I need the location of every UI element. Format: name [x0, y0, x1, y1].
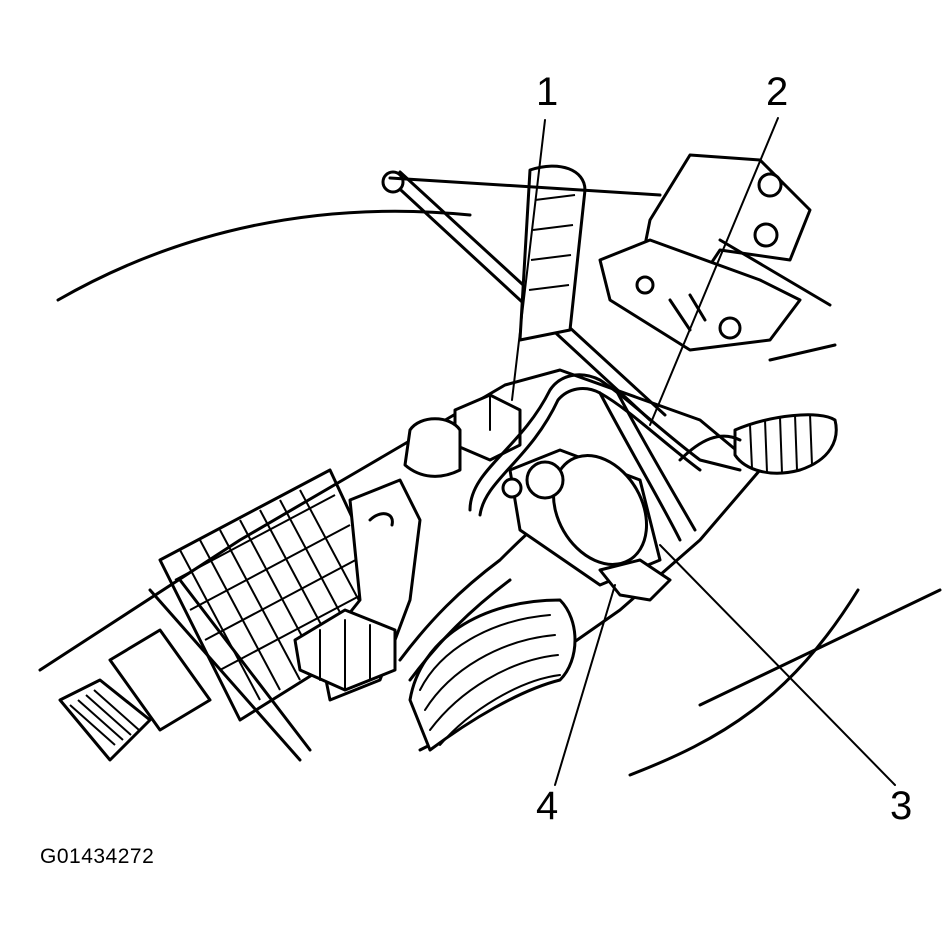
bracket-slot	[368, 512, 394, 527]
callout-2: 2	[766, 70, 789, 114]
brake-line-tube-inner	[478, 387, 702, 517]
wiring-harness-2	[408, 578, 512, 682]
engine-lower-edge-2	[178, 578, 312, 752]
body-arc-right	[628, 588, 860, 777]
hex-nut	[403, 393, 522, 478]
engine-lower-edge	[148, 588, 302, 762]
leader-line-4	[554, 584, 616, 786]
callout-4: 4	[536, 784, 559, 828]
callout-3: 3	[890, 784, 913, 828]
right-cable	[678, 434, 742, 462]
corrugated-hose	[408, 598, 577, 752]
tube-to-sensor-2	[613, 386, 697, 532]
body-arc-top	[56, 209, 472, 302]
leader-line-2	[649, 117, 779, 426]
upper-sleeve	[518, 164, 587, 342]
upper-right-bracket	[598, 153, 812, 352]
figure-id: G01434272	[40, 845, 155, 868]
electrical-connector	[293, 608, 397, 692]
rod-end	[381, 170, 405, 194]
left-threaded-bolt	[58, 628, 212, 762]
top-right-edge	[718, 238, 832, 307]
top-frame-line	[388, 176, 662, 197]
support-rod	[388, 178, 652, 422]
tube-to-sensor	[598, 391, 682, 542]
body-edge-right	[698, 588, 942, 707]
sensor-body	[501, 448, 672, 602]
right-boot	[733, 413, 838, 475]
leader-line-1	[511, 119, 546, 401]
leader-line-3	[659, 544, 896, 786]
right-ledge	[768, 343, 837, 362]
callout-1: 1	[536, 70, 559, 114]
brake-line-tube	[468, 373, 742, 512]
